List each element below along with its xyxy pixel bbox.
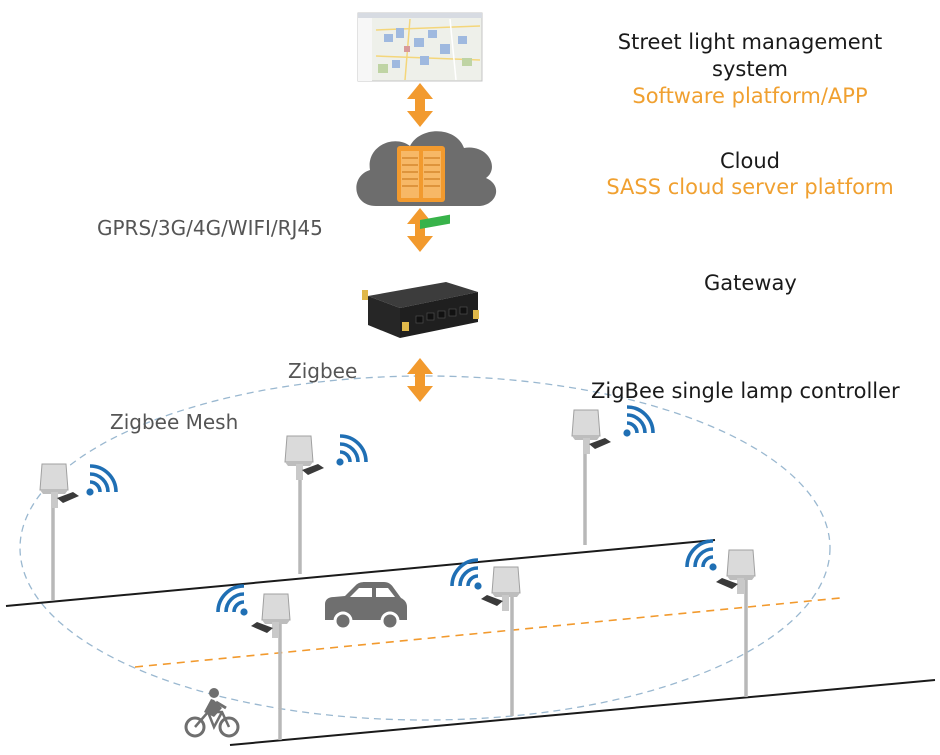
link-gateway-mesh-label: Zigbee [288, 359, 358, 383]
arrow-cloud-gateway [407, 208, 433, 252]
management-subtitle: Software platform/APP [632, 84, 868, 108]
road-edge-near [229, 679, 936, 746]
zigbee-mesh-label: Zigbee Mesh [110, 410, 239, 434]
road-edge-far [5, 539, 716, 607]
street-lamp-icon [284, 435, 325, 574]
arrow-management-cloud [407, 83, 433, 127]
street-lamp-icon [571, 409, 612, 545]
controller-title: ZigBee single lamp controller [591, 379, 900, 403]
lane-divider [134, 597, 841, 668]
street-lamp-icon [39, 463, 80, 600]
cloud-title: Cloud [720, 149, 780, 173]
street-lamp-icon [715, 549, 756, 697]
street-lamp-icon [250, 593, 291, 740]
map-screenshot-icon [357, 12, 483, 82]
management-title-line1: Street light management [617, 30, 883, 54]
wifi-signal-icon [334, 434, 368, 468]
wifi-signal-icon [84, 464, 118, 498]
gateway-title: Gateway [704, 271, 797, 295]
gateway-device-icon [362, 214, 479, 338]
management-title-line2: system [712, 57, 788, 81]
arrow-gateway-mesh [407, 358, 433, 402]
cloud-server-icon [356, 131, 497, 206]
wifi-signal-icon [216, 584, 250, 618]
car-icon [325, 582, 407, 631]
street-lamp-icon [480, 566, 521, 716]
zigbee-mesh-ellipse [19, 375, 831, 721]
link-cloud-gateway-label: GPRS/3G/4G/WIFI/RJ45 [97, 216, 323, 240]
wifi-signal-icon [621, 405, 655, 439]
wifi-signal-icon [685, 539, 719, 573]
cloud-subtitle: SASS cloud server platform [606, 175, 894, 199]
cyclist-icon [184, 688, 240, 738]
